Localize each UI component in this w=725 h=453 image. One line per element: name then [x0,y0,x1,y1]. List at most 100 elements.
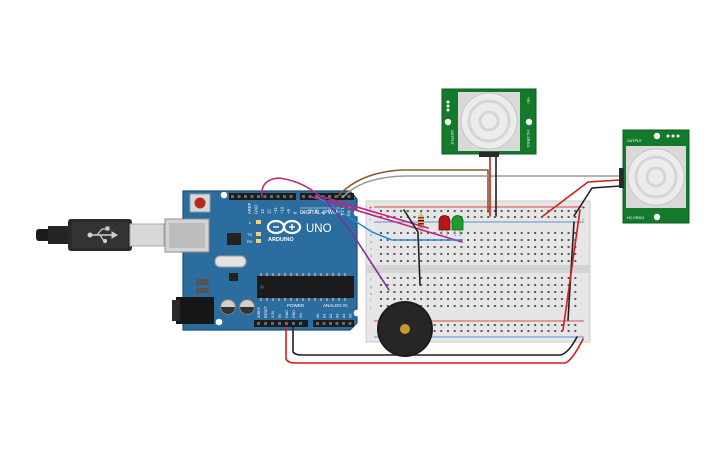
breadboard-hole [493,305,496,307]
wire-gray-pir2-output[interactable] [342,175,621,198]
breadboard-hole [560,298,563,300]
wire-brown-pir-output[interactable] [336,169,489,213]
resistor-band [418,223,424,225]
wire-red-5v[interactable] [285,326,584,364]
pir-dome-ring [645,166,667,188]
breadboard-hole [453,291,456,293]
breadboard-hole [380,239,382,241]
breadboard-hole [493,210,496,212]
analog-label: ANALOG IN [323,303,348,308]
usb-cable[interactable] [36,219,165,251]
buzzer[interactable] [377,301,433,357]
wire-black-gnd[interactable] [292,326,578,356]
breadboard-hole [447,305,449,307]
breadboard-hole [500,239,503,241]
breadboard-hole [520,216,523,218]
wire-black-pir2-gnd[interactable] [573,185,621,217]
digital-header-low[interactable] [300,193,354,200]
breadboard-hole [400,284,403,286]
led-green[interactable] [451,215,464,236]
wire-red-rail-bridge[interactable] [562,209,581,331]
breadboard-hole [460,260,463,262]
breadboard-hole [386,232,389,234]
breadboard-hole [393,277,396,279]
breadboard-hole [574,216,577,218]
analog-header[interactable] [313,320,354,327]
pin-label: ~6 [308,209,313,214]
usb-cable-strain-relief [48,226,70,244]
usb-plug-metal [129,223,165,247]
breadboard-hole [507,232,510,234]
wire-magenta-led-2[interactable] [311,196,463,243]
breadboard-hole [440,210,443,212]
dc-power-jack[interactable] [176,297,214,324]
breadboard-hole [520,284,523,286]
breadboard-hole [426,260,429,262]
breadboard-hole [527,210,530,212]
breadboard-hole [554,291,557,293]
breadboard-hole [433,253,436,255]
pir-potentiometer[interactable] [653,213,661,221]
wire-magenta-led[interactable] [261,177,429,229]
wire-purple-buzzer[interactable] [322,196,390,291]
pir-potentiometer[interactable] [653,132,661,140]
breadboard-hole [480,305,483,307]
pir-pad [671,134,675,138]
breadboard-hole [413,260,416,262]
breadboard-hole [473,291,476,293]
pir-pin-header[interactable] [619,168,624,188]
breadboard-hole [406,284,409,286]
pir-pin-header[interactable] [479,152,499,157]
breadboard-hole [386,298,389,300]
breadboard-hole [440,232,443,234]
breadboard-hole [453,210,456,212]
breadboard-hole [554,210,557,212]
breadboard-hole [560,291,563,293]
breadboard-hole [413,291,416,293]
breadboard-hole [574,324,577,326]
pir-potentiometer[interactable] [525,118,533,126]
breadboard-hole [447,260,449,262]
led-red-dome [438,215,451,231]
resistor-band [418,220,424,222]
breadboard-hole [467,216,470,218]
reset-button[interactable] [194,197,206,209]
breadboard-center-channel [366,265,590,273]
breadboard-hole [453,298,456,300]
breadboard-hole [420,246,423,248]
row-letter: f [370,277,372,282]
wire-blue-led[interactable] [317,196,463,241]
breadboard-hole [467,305,470,307]
pin-label: ~10 [280,206,285,214]
breadboard-hole [574,277,577,279]
breadboard-hole [386,277,389,279]
breadboard-hole [480,298,483,300]
breadboard-hole [547,260,550,262]
wire-red-pir2-vcc[interactable] [542,179,621,217]
breadboard-hole [420,291,423,293]
breadboard-hole [487,260,490,262]
breadboard-hole [493,324,496,326]
arduino-uno-board[interactable]: AREF GND 13 12 ~11 ~10 ~9 8 7 ~6 ~5 4 ~3… [164,190,361,331]
breadboard-hole [534,305,537,307]
breadboard-hole [554,324,557,326]
pir-sensor-right[interactable]: OUTPUT HC-SR501 [619,129,690,224]
pir-sensor-top[interactable]: OUTPUT +5V HC-SR501 [441,88,537,157]
breadboard-hole [487,239,490,241]
pir-vcc-label: +5V [526,97,530,104]
mounting-hole [215,318,223,326]
wire-black-led-gnd[interactable] [403,209,421,286]
breadboard-hole [534,291,537,293]
breadboard-hole [534,330,537,332]
breadboard-hole [447,253,449,255]
pir-potentiometer[interactable] [444,118,452,126]
digital-pwm-label: DIGITAL (PWM~) [300,210,343,216]
breadboard-hole [527,277,530,279]
breadboard-hole [527,239,530,241]
led-red[interactable] [438,215,451,236]
breadboard-hole [547,324,550,326]
breadboard-hole [574,298,577,300]
breadboard-hole [447,330,449,332]
led-label-rx: RX [247,239,253,244]
